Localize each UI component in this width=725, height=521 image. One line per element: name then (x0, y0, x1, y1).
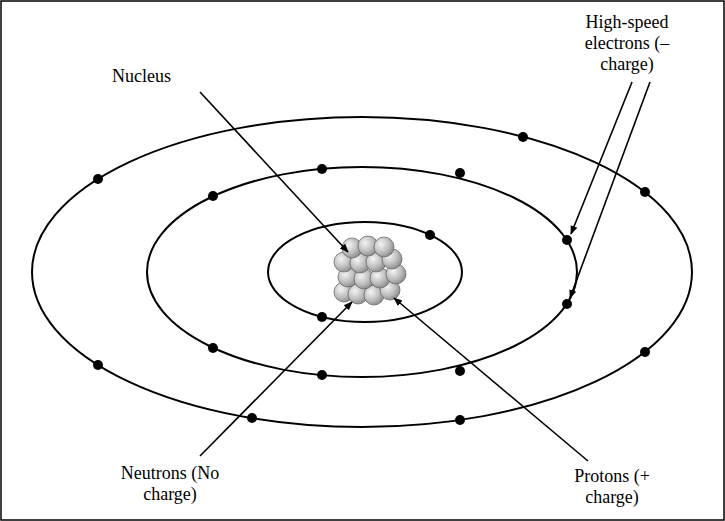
inner-orbit (268, 222, 462, 322)
electron-dot (317, 370, 327, 380)
leader-arrow (570, 82, 650, 298)
electron-dot (93, 360, 103, 370)
electron-dot (562, 299, 572, 309)
electron-dot (518, 132, 528, 142)
electron-dot (640, 187, 650, 197)
leader-arrow (394, 298, 588, 461)
callout-label: Neutrons (No charge) (115, 463, 225, 505)
electron-dot (455, 366, 465, 376)
callout-label: Protons (+ charge) (560, 466, 664, 508)
nucleus-cluster (334, 236, 406, 305)
electron-dot (455, 415, 465, 425)
electron-dot (455, 168, 465, 178)
callout-label: Nucleus (112, 66, 171, 87)
electrons (93, 132, 650, 425)
middle-orbit (147, 167, 577, 377)
electron-dot (317, 312, 327, 322)
leader-arrow (200, 302, 352, 456)
electron-dot (93, 174, 103, 184)
electron-dot (247, 413, 257, 423)
electron-dot (208, 343, 218, 353)
callout-label: High-speed electrons (– charge) (575, 12, 679, 75)
electron-dot (425, 230, 435, 240)
electron-dot (208, 191, 218, 201)
leader-lines (200, 82, 650, 461)
leader-arrow (200, 92, 348, 252)
electron-dot (562, 235, 572, 245)
outer-orbit (32, 117, 692, 427)
nucleon-ball (374, 237, 394, 257)
orbits (32, 117, 692, 427)
electron-dot (640, 347, 650, 357)
electron-dot (317, 164, 327, 174)
